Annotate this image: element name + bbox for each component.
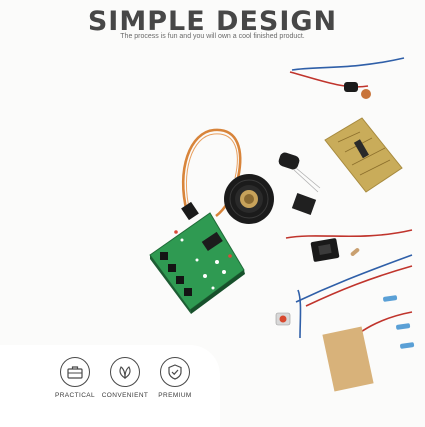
wooden-strip [322,326,374,392]
speaker [224,174,274,224]
blue-wire-1 [291,57,405,71]
badge-label: PREMIUM [158,392,192,399]
ic-socket [310,238,340,262]
electrolytic-capacitor [278,152,321,193]
tan-pcb-board [324,117,403,193]
red-wire-2 [285,229,413,239]
badge-premium: PREMIUM [150,357,200,399]
small-capacitor [344,82,358,92]
page-title: SIMPLE DESIGN [87,6,338,37]
red-wire-1 [289,71,369,88]
leaf-icon [110,357,140,387]
ic-chip [291,193,317,215]
page-subtitle: The process is fun and you will own a co… [120,33,305,40]
feature-badges: PRACTICAL CONVENIENT PREMIUM [0,345,220,427]
badge-convenient: CONVENIENT [100,357,150,399]
shield-check-icon [160,357,190,387]
blue-wire-3 [297,289,302,339]
toolbox-icon [60,357,90,387]
badge-practical: PRACTICAL [50,357,100,399]
blue-wire-2 [295,254,413,303]
resistors [350,248,415,349]
red-wire-3 [305,265,413,307]
green-pcb-board [149,201,245,314]
ceramic-capacitor [361,89,371,99]
badge-label: PRACTICAL [54,392,96,399]
badge-label: CONVENIENT [101,392,149,399]
